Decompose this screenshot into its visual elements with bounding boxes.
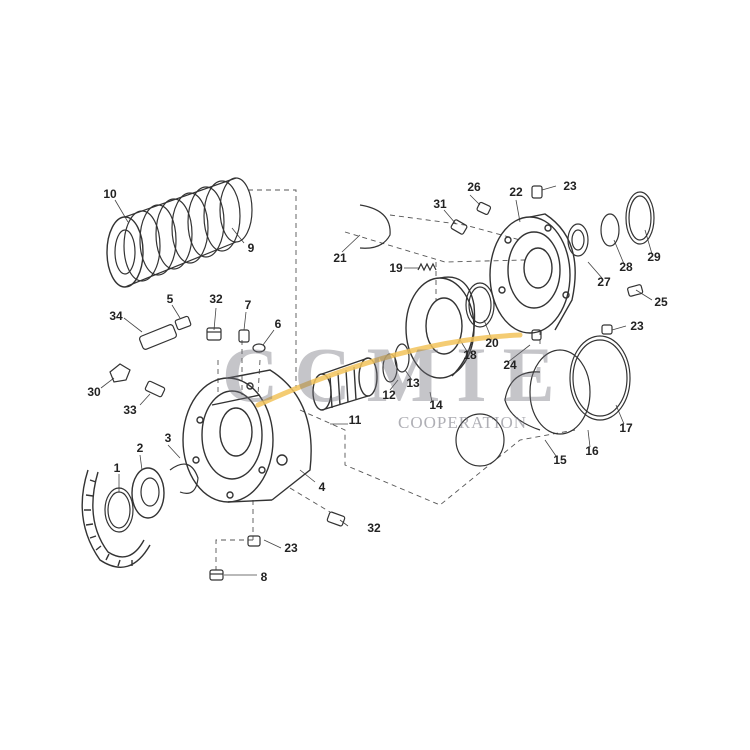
ring-29 bbox=[625, 191, 655, 245]
ring-gear-segment bbox=[81, 469, 151, 568]
bolt-25 bbox=[627, 284, 644, 297]
part-label-12: 12 bbox=[382, 388, 396, 402]
plug-32-lower bbox=[326, 511, 346, 527]
seal-1 bbox=[104, 487, 134, 533]
ring-16 bbox=[529, 349, 591, 435]
part-label-24: 24 bbox=[503, 358, 517, 372]
part-label-27: 27 bbox=[597, 275, 611, 289]
watermark-subtitle: COOPERATION bbox=[398, 413, 528, 432]
part-label-13: 13 bbox=[406, 376, 420, 390]
part-label-7: 7 bbox=[244, 298, 252, 312]
bolt-7 bbox=[238, 329, 250, 343]
part-label-15: 15 bbox=[553, 453, 567, 467]
clutch-disc-stack bbox=[106, 177, 253, 288]
part-label-4: 4 bbox=[318, 480, 326, 494]
part-label-6: 6 bbox=[274, 317, 282, 331]
fitting-26 bbox=[476, 201, 492, 216]
part-label-31: 31 bbox=[433, 197, 447, 211]
plug-32-upper bbox=[206, 327, 222, 341]
part-label-34: 34 bbox=[109, 309, 123, 323]
assembly-guide-lines bbox=[215, 189, 576, 570]
part-label-16: 16 bbox=[585, 444, 599, 458]
fitting-33 bbox=[144, 380, 166, 398]
bolt-23-right bbox=[601, 324, 613, 335]
part-label-19: 19 bbox=[389, 261, 403, 275]
part-label-14: 14 bbox=[429, 398, 443, 412]
part-label-11: 11 bbox=[348, 413, 362, 427]
fitting-31 bbox=[450, 219, 468, 235]
seal-27 bbox=[567, 223, 589, 257]
part-label-9: 9 bbox=[247, 241, 255, 255]
part-label-29: 29 bbox=[647, 250, 661, 264]
bolt-23-lower bbox=[247, 535, 261, 547]
fitting-30 bbox=[109, 363, 131, 383]
part-label-5: 5 bbox=[166, 292, 174, 306]
main-housing bbox=[182, 369, 312, 503]
part-label-17: 17 bbox=[619, 421, 633, 435]
spring-19 bbox=[417, 262, 437, 272]
part-label-33: 33 bbox=[123, 403, 137, 417]
part-label-30: 30 bbox=[87, 385, 101, 399]
bolt-8 bbox=[209, 569, 224, 581]
snap-ring-21 bbox=[359, 204, 391, 249]
bolt-24 bbox=[531, 329, 542, 341]
part-label-10: 10 bbox=[103, 187, 117, 201]
bolt-6 bbox=[252, 343, 266, 353]
fitting-34 bbox=[138, 324, 178, 350]
part-label-3: 3 bbox=[164, 431, 172, 445]
snap-ring-3 bbox=[169, 463, 199, 494]
part-label-2: 2 bbox=[136, 441, 144, 455]
part-label-32-upper: 32 bbox=[209, 292, 223, 306]
part-label-22: 22 bbox=[509, 185, 523, 199]
part-label-20: 20 bbox=[485, 336, 499, 350]
part-label-23-right: 23 bbox=[630, 319, 644, 333]
part-label-32-lower: 32 bbox=[367, 521, 381, 535]
part-label-26: 26 bbox=[467, 180, 481, 194]
part-label-18: 18 bbox=[463, 348, 477, 362]
bolt-23-top bbox=[531, 185, 543, 199]
watermark-swoosh bbox=[255, 332, 523, 408]
ring-15 bbox=[504, 371, 541, 431]
bearing-2 bbox=[131, 467, 165, 519]
ring-28 bbox=[600, 213, 620, 247]
ring-13 bbox=[394, 343, 410, 373]
piston-18 bbox=[405, 276, 476, 379]
leader-lines bbox=[100, 185, 653, 576]
shaft-11 bbox=[312, 357, 378, 411]
part-label-28: 28 bbox=[619, 260, 633, 274]
cover-22 bbox=[489, 213, 576, 334]
ring-20 bbox=[465, 282, 495, 328]
part-label-23-lower: 23 bbox=[284, 541, 298, 555]
fitting-5 bbox=[174, 315, 192, 331]
part-label-21: 21 bbox=[333, 251, 347, 265]
part-label-8: 8 bbox=[260, 570, 268, 584]
ring-14 bbox=[455, 413, 505, 467]
part-label-25: 25 bbox=[654, 295, 668, 309]
ring-17 bbox=[569, 335, 631, 421]
part-label-1: 1 bbox=[113, 461, 121, 475]
part-label-23-top: 23 bbox=[563, 179, 577, 193]
watermark-brand: CCMIE bbox=[222, 331, 571, 418]
